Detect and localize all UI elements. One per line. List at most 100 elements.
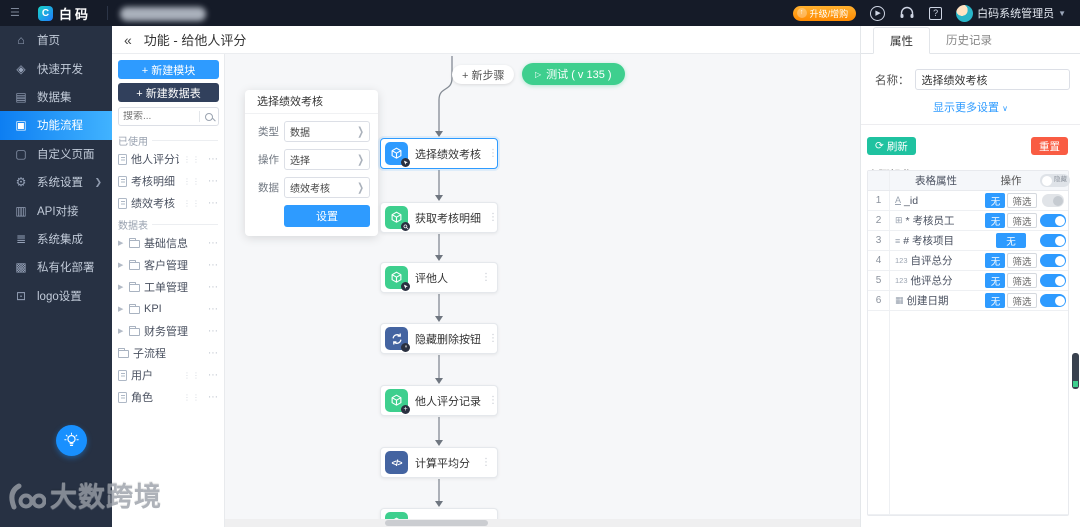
drag-handle-icon[interactable]: ⋮⋮ xyxy=(183,392,201,402)
flow-node[interactable]: 评他人⋮ xyxy=(380,262,498,293)
horizontal-scrollbar[interactable] xyxy=(225,519,860,527)
op-none-button[interactable]: 无 xyxy=(996,233,1026,248)
op-none-button[interactable]: 无 xyxy=(985,273,1006,288)
search-icon[interactable] xyxy=(203,111,215,123)
flow-canvas[interactable]: + 新步骤 ▷ 测试 ( v 135 ) 选择绩效考核 类型数据❯操作选择❯数据… xyxy=(225,54,860,527)
back-icon[interactable]: « xyxy=(124,31,132,48)
more-icon[interactable]: ⋯ xyxy=(208,347,218,359)
op-filter-button[interactable]: 筛选 xyxy=(1007,293,1037,308)
op-none-button[interactable]: 无 xyxy=(985,193,1006,208)
app-tab-redacted[interactable] xyxy=(120,6,207,21)
node-menu-icon[interactable]: ⋮ xyxy=(488,148,498,159)
node-menu-icon[interactable]: ⋮ xyxy=(481,272,491,283)
more-icon[interactable]: ⋯ xyxy=(208,281,218,293)
user-menu[interactable]: 白码系统管理员 ▼ xyxy=(956,4,1066,22)
sidebar-item-flow[interactable]: ▣功能流程 xyxy=(0,111,112,140)
drag-handle-icon[interactable]: ⋮⋮ xyxy=(183,198,201,208)
reset-button[interactable]: 重置 xyxy=(1031,137,1068,155)
folder-list-item[interactable]: ▶财务管理⋯ xyxy=(118,320,218,342)
sidebar-item-private-deploy[interactable]: ▩私有化部署 xyxy=(0,253,112,281)
op-none-button[interactable]: 无 xyxy=(985,253,1006,268)
more-icon[interactable]: ⋯ xyxy=(208,237,218,249)
popup-select[interactable]: 选择❯ xyxy=(284,149,370,170)
drag-handle-icon[interactable]: ⋮⋮ xyxy=(183,176,201,186)
drag-handle-icon[interactable]: ⋮⋮ xyxy=(183,154,201,164)
op-none-button[interactable]: 无 xyxy=(985,213,1006,228)
module-list-item[interactable]: 绩效考核⋮⋮⋯ xyxy=(118,192,218,214)
more-icon[interactable]: ⋯ xyxy=(208,303,218,315)
hide-all-toggle[interactable]: 隐藏 xyxy=(1040,174,1070,187)
field-visibility-toggle[interactable] xyxy=(1040,254,1066,267)
node-menu-icon[interactable]: ⋮ xyxy=(488,212,498,223)
field-visibility-toggle[interactable] xyxy=(1040,234,1066,247)
folder-list-item[interactable]: ▶KPI⋯ xyxy=(118,298,218,320)
new-module-button[interactable]: + 新建模块 xyxy=(118,60,219,79)
module-list-item[interactable]: 他人评分记录⋮⋮⋯ xyxy=(118,148,218,170)
tab-history[interactable]: 历史记录 xyxy=(946,34,992,47)
more-icon[interactable]: ⋯ xyxy=(208,391,218,403)
more-icon[interactable]: ⋯ xyxy=(208,153,218,165)
popup-select[interactable]: 绩效考核❯ xyxy=(284,177,370,198)
folder-list-item[interactable]: ▶客户管理⋯ xyxy=(118,254,218,276)
chevron-right-icon[interactable]: ▶ xyxy=(118,284,124,291)
new-step-button[interactable]: + 新步骤 xyxy=(452,65,515,84)
flow-node[interactable]: 获取考核明细⋮ xyxy=(380,202,498,233)
sidebar-item-integration[interactable]: ≣系统集成 xyxy=(0,225,112,253)
op-filter-button[interactable]: 筛选 xyxy=(1007,253,1037,268)
new-table-button[interactable]: + 新建数据表 xyxy=(118,83,219,102)
show-more-settings-link[interactable]: 显示更多设置 ∨ xyxy=(933,102,1008,114)
node-menu-icon[interactable]: ⋮ xyxy=(481,457,491,468)
search-input[interactable] xyxy=(119,111,199,122)
flow-node[interactable]: ‹›隐藏删除按钮⋮ xyxy=(380,323,498,354)
sidebar-item-api[interactable]: ▥API对接 xyxy=(0,196,112,224)
node-menu-icon[interactable]: ⋮ xyxy=(488,395,498,406)
play-icon[interactable]: ▶ xyxy=(870,5,886,21)
more-icon[interactable]: ⋯ xyxy=(208,369,218,381)
op-filter-button[interactable]: 筛选 xyxy=(1007,193,1037,208)
module-list-item[interactable]: 考核明细⋮⋮⋯ xyxy=(118,170,218,192)
op-filter-button[interactable]: 筛选 xyxy=(1007,213,1037,228)
module-list-item[interactable]: 用户⋮⋮⋯ xyxy=(118,364,218,386)
refresh-button[interactable]: ⟳ 刷新 xyxy=(867,137,916,155)
name-input[interactable] xyxy=(914,69,1070,90)
headset-icon[interactable] xyxy=(899,6,915,20)
field-visibility-toggle[interactable] xyxy=(1040,214,1066,227)
drag-handle-icon[interactable]: ⋮⋮ xyxy=(183,370,201,380)
tab-properties[interactable]: 属性 xyxy=(873,27,930,54)
node-menu-icon[interactable]: ⋮ xyxy=(488,333,498,344)
popup-select[interactable]: 数据❯ xyxy=(284,121,370,142)
flow-node[interactable]: +他人评分记录⋮ xyxy=(380,385,498,416)
chevron-right-icon[interactable]: ▶ xyxy=(118,240,124,247)
scrollbar-thumb[interactable] xyxy=(385,520,488,526)
op-none-button[interactable]: 无 xyxy=(985,293,1006,308)
sidebar-item-custom-page[interactable]: ▢自定义页面 xyxy=(0,140,112,168)
flow-node[interactable]: </>计算平均分⋮ xyxy=(380,447,498,478)
more-icon[interactable]: ⋯ xyxy=(208,325,218,337)
help-icon[interactable]: ? xyxy=(929,6,943,20)
more-icon[interactable]: ⋯ xyxy=(208,175,218,187)
test-button[interactable]: ▷ 测试 ( v 135 ) xyxy=(522,63,625,85)
flow-node[interactable]: 选择绩效考核⋮ xyxy=(380,138,498,169)
folder-list-item[interactable]: 子流程⋯ xyxy=(118,342,218,364)
sidebar-item-quick-dev[interactable]: ◈快速开发 xyxy=(0,54,112,82)
sidebar-item-dataset[interactable]: ▤数据集 xyxy=(0,83,112,111)
menu-icon[interactable]: ☰ xyxy=(10,7,20,19)
popup-settings-button[interactable]: 设置 xyxy=(284,205,370,227)
field-visibility-toggle[interactable] xyxy=(1042,194,1064,207)
field-visibility-toggle[interactable] xyxy=(1040,294,1066,307)
upgrade-badge[interactable]: ↑ 升级/增购 xyxy=(792,5,857,21)
assistant-bulb-button[interactable] xyxy=(56,425,87,456)
module-list-item[interactable]: 角色⋮⋮⋯ xyxy=(118,386,218,408)
field-visibility-toggle[interactable] xyxy=(1040,274,1066,287)
more-icon[interactable]: ⋯ xyxy=(208,197,218,209)
folder-list-item[interactable]: ▶基础信息⋯ xyxy=(118,232,218,254)
more-icon[interactable]: ⋯ xyxy=(208,259,218,271)
chevron-right-icon[interactable]: ▶ xyxy=(118,306,124,313)
chevron-right-icon[interactable]: ▶ xyxy=(118,328,124,335)
sidebar-item-home[interactable]: ⌂首页 xyxy=(0,26,112,54)
folder-list-item[interactable]: ▶工单管理⋯ xyxy=(118,276,218,298)
op-filter-button[interactable]: 筛选 xyxy=(1007,273,1037,288)
chevron-right-icon[interactable]: ▶ xyxy=(118,262,124,269)
vertical-scrollbar-thumb[interactable] xyxy=(1072,353,1079,389)
sidebar-item-system-settings[interactable]: ⚙系统设置❯ xyxy=(0,168,112,196)
